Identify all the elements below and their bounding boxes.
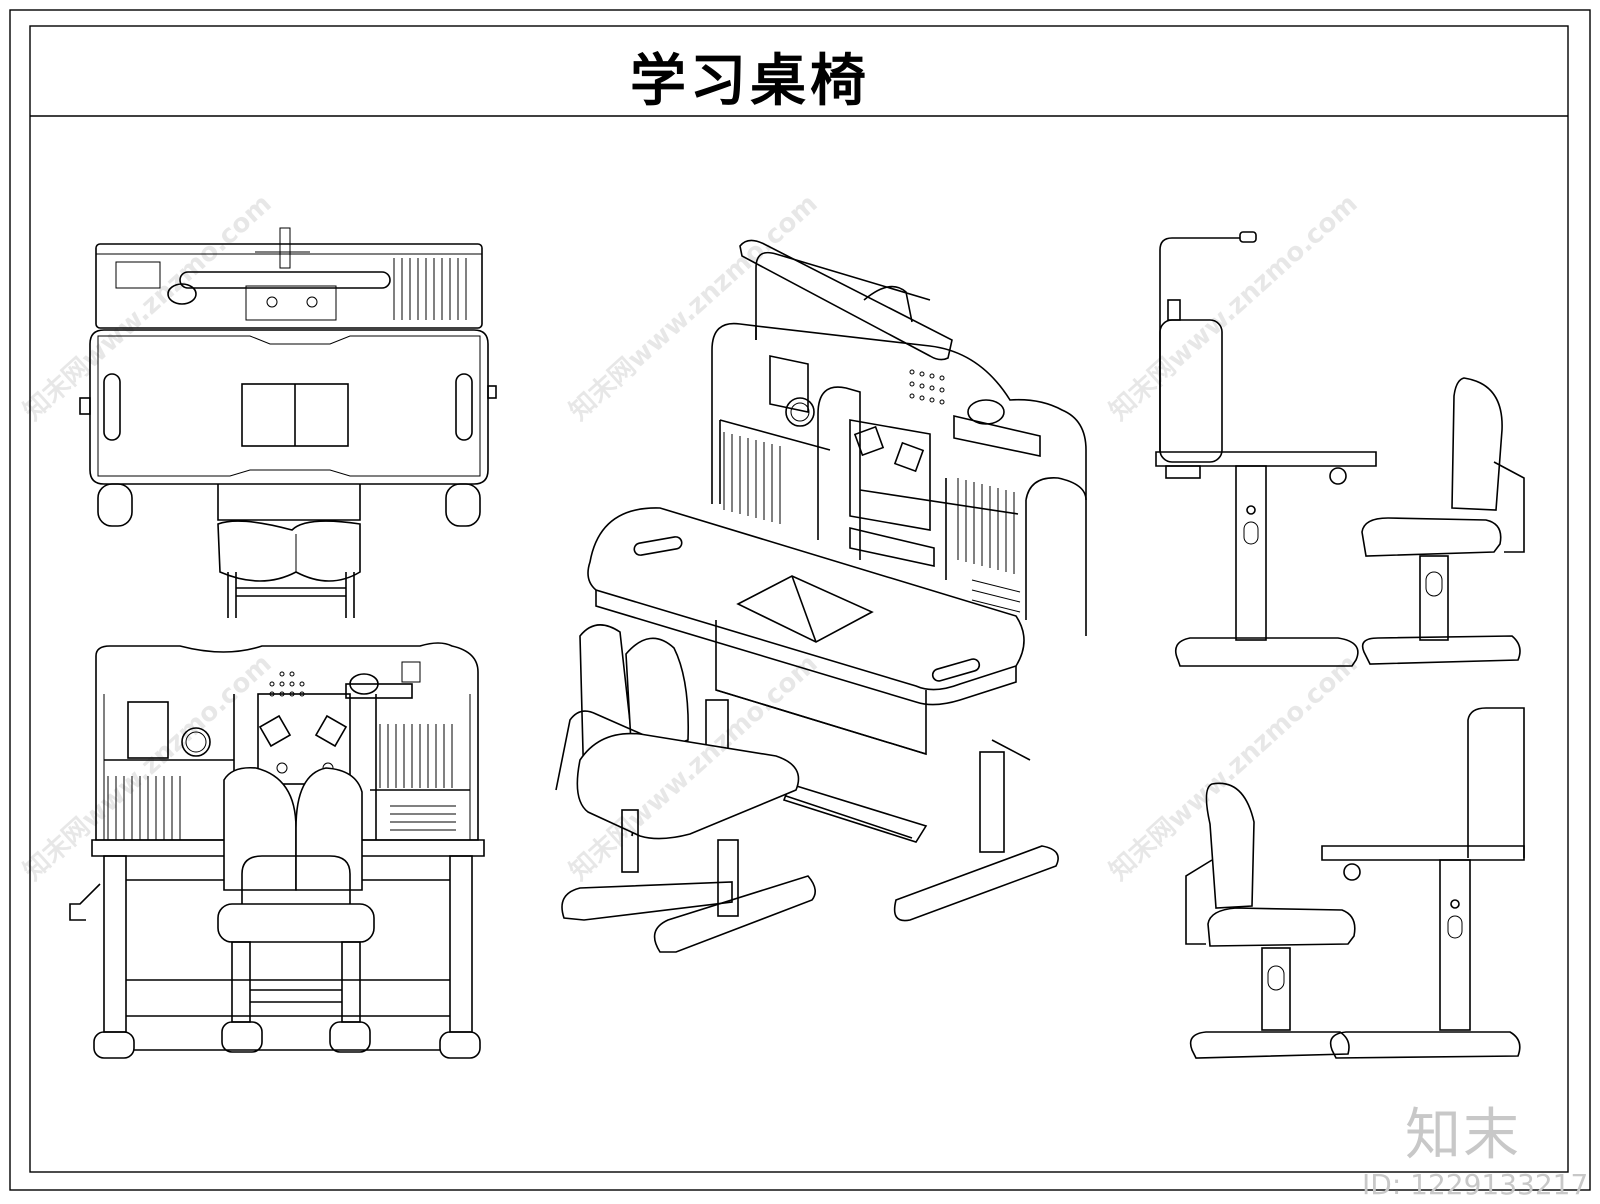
outer-frame (9, 9, 1591, 1191)
page-title: 学习桌椅 (630, 49, 870, 114)
watermark-logo: 知末 (1405, 1103, 1521, 1168)
top-view (79, 227, 497, 618)
isometric-view (555, 239, 1087, 953)
front-view (69, 642, 485, 1059)
side-view-right (1155, 231, 1525, 667)
inner-frame (29, 25, 1569, 1173)
watermark-id: ID: 1229133217 (1362, 1168, 1589, 1201)
side-view-left (1185, 707, 1525, 1059)
